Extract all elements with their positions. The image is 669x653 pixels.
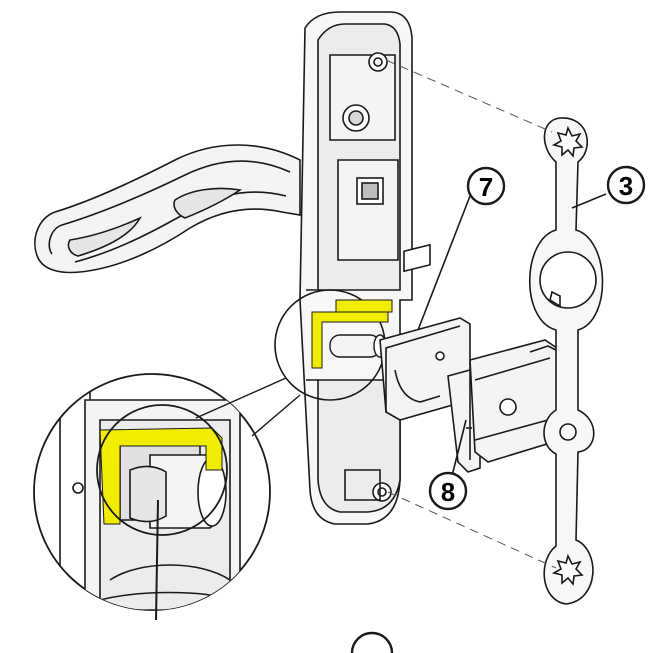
callout-3: 3 xyxy=(571,165,646,209)
alignment-lines xyxy=(385,59,557,569)
part-3-plate xyxy=(529,117,604,605)
highlight-small xyxy=(311,299,393,369)
part-7-retainer xyxy=(379,243,471,421)
partial-callout xyxy=(350,631,394,653)
callout-7-label: 7 xyxy=(479,172,493,202)
lever-handle xyxy=(34,144,301,274)
callout-8: 8 xyxy=(428,419,468,511)
detail-connectors xyxy=(195,377,301,437)
detail-view xyxy=(33,373,271,621)
spindle xyxy=(329,334,387,358)
callout-3-label: 3 xyxy=(619,171,633,201)
backplate xyxy=(299,11,413,525)
callout-7: 7 xyxy=(417,166,506,331)
callout-8-label: 8 xyxy=(441,477,455,507)
channel-bracket xyxy=(469,339,561,463)
highlight-detail xyxy=(99,427,223,525)
